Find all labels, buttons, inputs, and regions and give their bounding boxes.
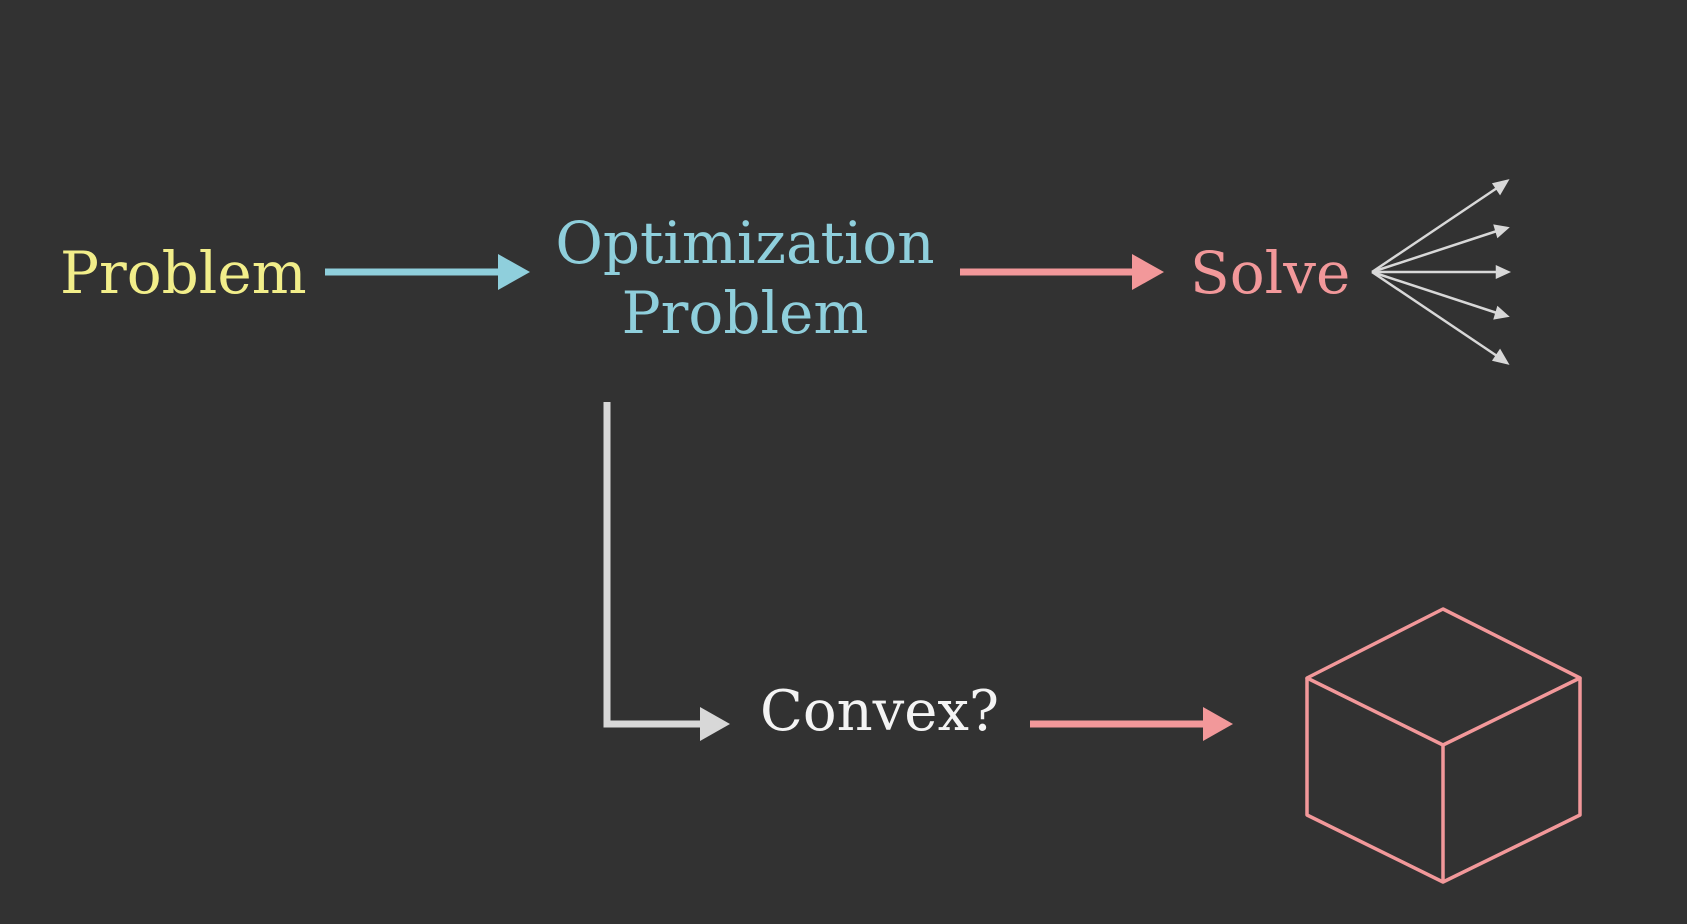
arrow-problem-to-optimization [325,254,530,290]
cube-icon [1305,607,1582,884]
node-problem: Problem [60,239,307,307]
arrow-optimization-to-convex [603,402,730,741]
fan-out-arrows-icon [1371,179,1512,365]
node-convex: Convex? [760,679,1000,744]
node-solve: Solve [1190,239,1351,307]
node-optimization-line2: Problem [621,279,869,347]
arrow-convex-to-cube [1030,707,1233,741]
arrow-optimization-to-solve [960,254,1164,290]
node-optimization-problem: Optimization Problem [545,208,945,348]
node-optimization-line1: Optimization [555,209,935,277]
